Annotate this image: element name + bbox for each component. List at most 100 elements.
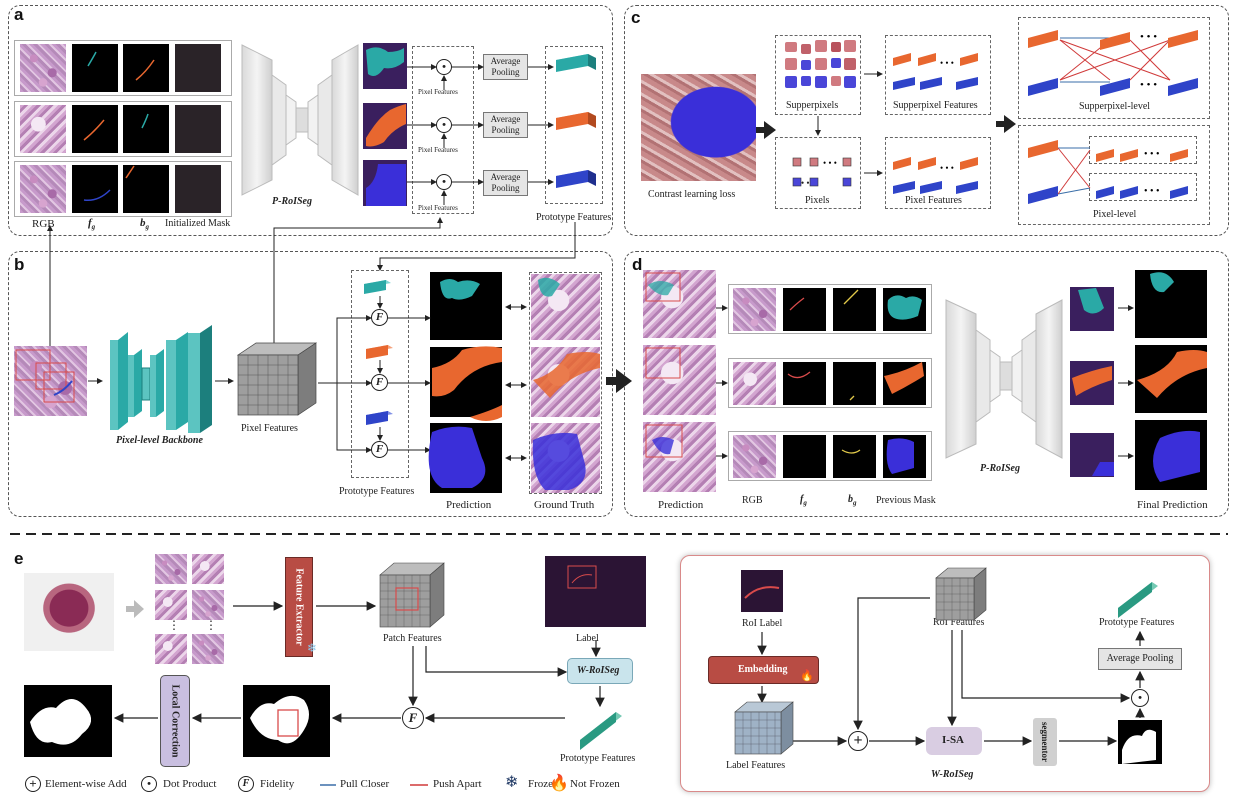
a-label-mask: Initialized Mask <box>165 218 231 229</box>
e-gray-arrow <box>126 600 144 618</box>
a-mask-blob-1 <box>366 47 404 76</box>
w-isa-label: I-SA <box>942 734 965 746</box>
w-prototype-bar <box>1118 582 1158 618</box>
svg-text:• • •: • • • <box>1140 79 1157 91</box>
b-backbone-shape <box>110 325 212 433</box>
e-patch-features-cube <box>379 562 445 628</box>
b-pixel-feature-cube <box>236 342 318 416</box>
c-px-level-box <box>1018 125 1210 225</box>
c-arrow-1 <box>756 121 776 139</box>
legend-add: Element-wise Add <box>45 778 127 790</box>
legend-push: Push Apart <box>433 778 482 790</box>
panel-d-label: d <box>632 255 643 274</box>
w-avgpool-box: Average Pooling <box>1098 648 1182 670</box>
d-bg-3 <box>833 435 876 478</box>
w-roi-label-image <box>741 570 783 612</box>
panel-c-label: c <box>631 8 641 27</box>
a-bg-1 <box>123 44 169 92</box>
snowflake-icon: ❄ <box>505 774 519 791</box>
a-prototype-label: Prototype Features <box>536 212 612 223</box>
c-px-level-graph <box>1028 140 1188 204</box>
panel-a-label: a <box>14 5 24 24</box>
c-pixels-box <box>775 137 861 209</box>
e-wsi-image <box>24 573 114 651</box>
legend-frozen: Frozen <box>528 778 559 790</box>
legend-pull: Pull Closer <box>340 778 390 790</box>
c-arrow-2 <box>996 115 1016 133</box>
c-sp-feature-bars <box>893 53 978 90</box>
e-patch-e <box>155 634 187 664</box>
e-patch-b <box>192 554 224 584</box>
a-network-label: P-RoISeg <box>272 196 312 207</box>
b-pixel-feat-label: Pixel Features <box>241 423 298 434</box>
c-superpixels-label: Supperpixels <box>786 100 839 111</box>
a-fg-stroke-3 <box>83 189 111 202</box>
e-w-roiseg-box <box>567 658 633 684</box>
b-proto-blue <box>366 411 393 425</box>
a-pixel-feature-box <box>412 46 474 214</box>
w-label-features: Label Features <box>726 760 786 771</box>
a-row-1 <box>14 40 232 96</box>
a-fg-1 <box>72 44 118 92</box>
b-fidelity-2: F <box>371 374 388 391</box>
d-final-label: Final Prediction <box>1137 499 1208 511</box>
d-label-prev: Previous Mask <box>876 495 936 506</box>
a-mask-2 <box>175 105 221 153</box>
e-patch-a <box>155 554 187 584</box>
e-patch-features-label: Patch Features <box>383 633 442 644</box>
d-bg-1 <box>833 288 876 331</box>
w-roi-label: RoI Label <box>742 618 783 629</box>
a-prototype-orange <box>556 112 596 130</box>
svg-text:🔥: 🔥 <box>800 669 814 682</box>
panel-c <box>624 5 1229 236</box>
c-sp-level-label: Supperpixel-level <box>1079 101 1151 112</box>
b-input-box-2 <box>35 362 67 390</box>
a-bg-stroke-1 <box>135 59 155 81</box>
w-segmentor-box <box>1033 718 1057 766</box>
legend-dot-icon: • <box>141 776 157 792</box>
d-label-bg: bg <box>848 494 857 507</box>
w-title: W-RoISeg <box>931 769 974 780</box>
a-fg-stroke-1 <box>87 51 97 67</box>
a-mask-blob-3 <box>366 164 406 206</box>
c-sp-level-graph <box>1028 30 1198 96</box>
a-avgpool-1: Average Pooling <box>483 54 528 80</box>
w-dot-product: • <box>1131 689 1149 707</box>
legend-dot: Dot Product <box>163 778 217 790</box>
a-rgb-2 <box>20 105 66 153</box>
a-avgpool-2: Average Pooling <box>483 112 528 138</box>
w-isa-box <box>926 727 982 755</box>
b-proto-orange <box>366 345 393 359</box>
w-embedding-label: Embedding <box>738 664 788 675</box>
e-prototype-label: Prototype Features <box>560 753 636 764</box>
a-prototype-teal <box>556 54 596 72</box>
panel-a <box>8 5 613 236</box>
d-prediction-label: Prediction <box>658 499 704 511</box>
d-rgb-1 <box>733 288 776 331</box>
c-px-feat-label: Pixel Features <box>905 195 962 206</box>
e-label-label: Label <box>576 633 599 644</box>
d-bg-2 <box>833 362 876 405</box>
a-bg-2 <box>123 105 169 153</box>
c-pixels-dots: • • • <box>801 178 815 188</box>
d-row-2 <box>728 358 932 408</box>
d-label-fg: fg <box>800 494 807 507</box>
c-contrast-label: Contrast learning loss <box>648 189 736 200</box>
b-gt-label: Ground Truth <box>534 499 595 511</box>
b-prediction-label: Prediction <box>446 499 492 511</box>
d-row-3 <box>728 431 932 481</box>
e-prototype-bar <box>580 712 622 750</box>
a-row-2 <box>14 101 232 157</box>
legend-not-frozen: Not Frozen <box>570 778 620 790</box>
e-local-correction <box>160 675 190 767</box>
w-roi-features-cube <box>935 567 987 621</box>
d-label-rgb: RGB <box>742 495 763 506</box>
a-fg-stroke-2 <box>83 119 105 141</box>
a-bg-stroke-2 <box>141 113 149 129</box>
w-embedding-box <box>708 656 819 684</box>
a-pix-feat-3: Pixel Features <box>418 204 458 212</box>
a-pix-feat-1: Pixel Features <box>418 88 458 96</box>
c-superpixels-box <box>775 35 861 115</box>
c-sp-level-box <box>1018 17 1210 119</box>
